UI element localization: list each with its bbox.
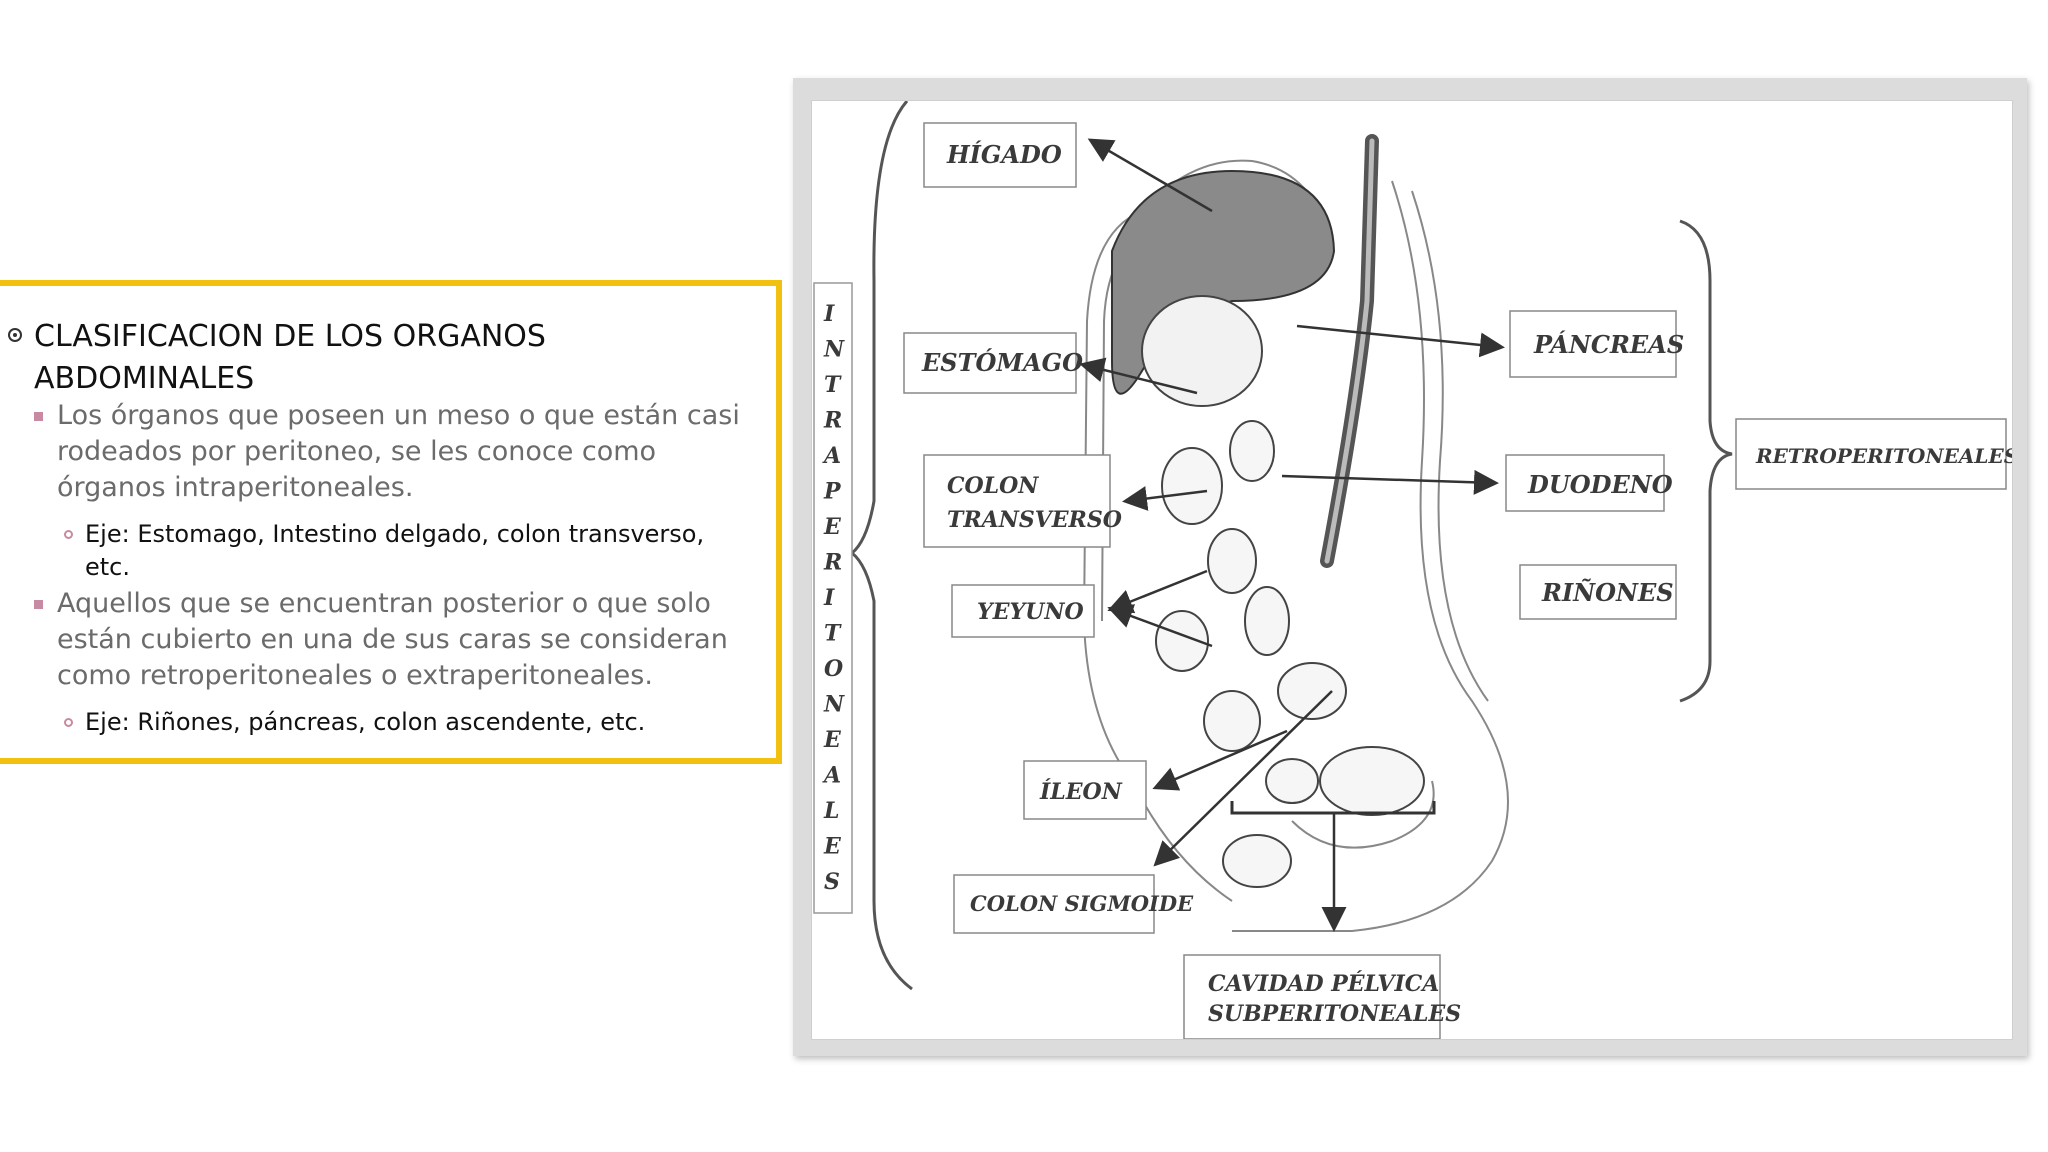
point-text: Aquellos que se encuentran posterior o q… [57,588,728,691]
label-pancreas: PÁNCREAS [1533,330,1684,359]
sub-list-item: Eje: Riñones, páncreas, colon ascendente… [64,706,724,739]
label-box-pancreas [1509,310,1677,378]
label-box-yeyuno [951,584,1095,638]
heading-text: CLASIFICACION DE LOS ORGANOS ABDOMINALES [34,319,546,396]
sub-list-item: Eje: Estomago, Intestino delgado, colon … [64,518,724,584]
list-item: Los órganos que poseen un meso o que est… [34,398,754,506]
vertical-letter: R [823,550,842,576]
circle-bullet-icon [64,718,73,727]
label-box-colon-sigmoide [953,874,1155,934]
sub-point-text: Eje: Riñones, páncreas, colon ascendente… [85,708,646,736]
vertical-letter: I [823,585,835,611]
label-estomago: ESTÓMAGO [921,348,1083,377]
vertical-letter: A [822,443,841,469]
vertical-letter: T [824,621,842,647]
label-box-rinones [1519,564,1677,620]
label-box-ileon [1023,760,1147,820]
label-subperitoneales: SUBPERITONEALES [1208,1001,1461,1027]
vertical-letter: L [823,798,839,824]
label-cavidad-pelvica: CAVIDAD PÉLVICA [1208,970,1439,997]
arrows [1079,138,1505,932]
label-colon-sigmoide: COLON SIGMOIDE [970,891,1194,916]
right-brace [1679,219,1733,703]
vertical-letter: I [823,301,835,327]
label-ileon: ÍLEON [1039,778,1123,805]
stomach [1141,295,1263,407]
label-box-colon-transverso [923,454,1111,548]
vertical-letter: E [823,727,842,753]
label-rinones: RIÑONES [1541,578,1674,607]
list-item: Aquellos que se encuentran posterior o q… [34,586,754,694]
section-heading: CLASIFICACION DE LOS ORGANOS ABDOMINALES [8,316,748,400]
label-box-higado [923,122,1077,188]
vertical-letter: P [823,479,842,505]
label-box-duodeno [1505,454,1665,512]
vertical-letter: R [823,408,842,434]
text-panel: CLASIFICACION DE LOS ORGANOS ABDOMINALES… [0,280,782,764]
intestines [1155,420,1425,888]
sub-point-text: Eje: Estomago, Intestino delgado, colon … [85,520,705,581]
point-text: Los órganos que poseen un meso o que est… [57,400,740,503]
square-bullet-icon [34,412,43,421]
label-transverso: TRANSVERSO [947,507,1122,533]
label-duodeno: DUODENO [1527,470,1673,499]
label-box-retroperitoneales [1735,418,2007,490]
vertical-label-box [813,282,853,914]
label-box-estomago [903,332,1077,394]
label-colon: COLON [947,473,1039,499]
circle-bullet-icon [64,530,73,539]
right-labels [1183,310,2007,1039]
label-box-cavidad [1183,954,1441,1039]
label-yeyuno: YEYUNO [977,599,1084,625]
square-bullet-icon [34,600,43,609]
spine [1320,134,1379,568]
left-brace [849,101,913,991]
label-higado: HÍGADO [946,140,1062,169]
vertical-letter: A [822,763,841,789]
vertical-letter: T [824,372,842,398]
vertical-letter: O [824,656,843,682]
vertical-letter: N [823,337,845,363]
label-retroperitoneales: RETROPERITONEALES [1755,444,2012,468]
vertical-letter: N [823,692,845,718]
vertical-letter: E [823,834,842,860]
vertical-letter: E [823,514,842,540]
target-bullet-icon [8,328,22,342]
left-labels [903,122,1155,934]
vertical-letter: S [824,869,840,895]
